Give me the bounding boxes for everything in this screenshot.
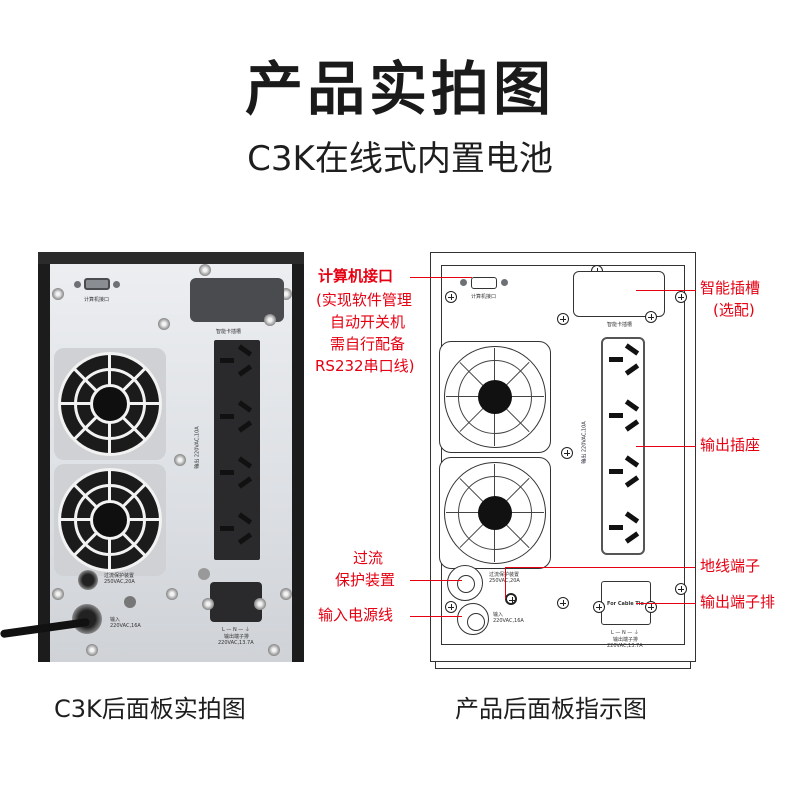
outlet-rating-label: 输出 220VAC,10A: [581, 421, 588, 464]
photo-caption: C3K后面板实拍图: [54, 695, 246, 723]
terminal-label: 输出端子排: [224, 634, 250, 640]
screw-icon: [254, 598, 266, 610]
cooling-fan-icon: [54, 348, 166, 460]
annotation-smart-slot: 智能插槽: [700, 279, 761, 297]
screw-icon: [52, 588, 64, 600]
rear-panel-photo: 计算机接口 智能卡插槽 输出 220VAC,10A 过流保护装置: [0, 252, 304, 662]
annotation-overcurrent-2: 保护装置: [335, 571, 396, 589]
screw-icon: [445, 601, 457, 613]
screw-icon: [174, 454, 186, 466]
screw-icon: [645, 311, 657, 323]
ground-bolt: [198, 568, 210, 580]
input-label: 输入: [110, 617, 121, 623]
screw-icon: [280, 588, 292, 600]
rear-panel-drawing: 计算机接口 智能卡插槽 输出 220VAC,10A 过流保护装置 250VAC,…: [430, 252, 696, 669]
screw-icon: [158, 318, 170, 330]
screw-icon: [166, 588, 178, 600]
top-bevel: [38, 252, 304, 264]
ground-terminal: [505, 593, 517, 605]
drawing-caption: 产品后面板指示图: [455, 695, 647, 723]
serial-port-icon: [74, 278, 120, 290]
smart-card-slot: [573, 271, 665, 317]
annotation-smart-slot-note: (选配): [713, 301, 755, 319]
terminal-rating: 220VAC,13.7A: [218, 640, 254, 646]
terminal-lnpe: L — N — ⏚: [222, 627, 250, 633]
terminal-label: 输出端子排: [613, 637, 639, 643]
screw-icon: [557, 597, 569, 609]
leader-overcurrent: [410, 580, 462, 582]
output-socket-strip: [601, 337, 645, 555]
screw-icon: [264, 314, 276, 326]
breaker-label: 过流保护装置: [489, 572, 520, 578]
drawing-feet: [435, 661, 691, 669]
overcurrent-breaker: [447, 565, 483, 601]
screw-icon: [593, 601, 605, 613]
screw-icon: [52, 288, 64, 300]
leader-output-socket: [636, 446, 696, 448]
screw-icon: [557, 313, 569, 325]
leader-output-terminal: [636, 603, 696, 605]
screw-icon: [445, 291, 457, 303]
serial-port-icon: [460, 277, 508, 289]
output-socket-strip: [214, 340, 260, 560]
input-label: 输入: [493, 612, 504, 618]
annotation-computer-interface: 计算机接口: [318, 267, 394, 285]
card-slot-label: 智能卡插槽: [216, 329, 242, 335]
annotation-computer-note-2: 自动开关机: [330, 313, 406, 331]
drawing-frame: [441, 265, 685, 645]
outlet-rating-label: 输出 220VAC,10A: [194, 426, 201, 469]
metal-plate: 计算机接口 智能卡插槽 输出 220VAC,10A 过流保护装置: [50, 264, 292, 662]
screw-icon: [675, 583, 687, 595]
ground-terminal: [124, 596, 136, 608]
annotation-input-cord: 输入电源线: [318, 606, 394, 624]
annotation-computer-note-3: 需自行配备: [330, 335, 406, 353]
overcurrent-breaker: [78, 570, 98, 590]
computer-port-label: 计算机接口: [84, 297, 110, 303]
screw-icon: [199, 264, 211, 276]
leader-ground-terminal: [505, 567, 695, 569]
screw-icon: [268, 644, 280, 656]
output-terminal-block: [210, 582, 262, 622]
annotation-overcurrent-1: 过流: [353, 549, 384, 567]
cooling-fan-icon: [54, 464, 166, 576]
input-cord-gland: [457, 603, 489, 635]
annotation-output-terminal: 输出端子排: [700, 593, 776, 611]
leader-smart-slot: [636, 290, 696, 292]
page-title: 产品实拍图: [244, 55, 555, 123]
leader-computer-interface: [410, 277, 472, 279]
screw-icon: [86, 644, 98, 656]
annotation-output-socket: 输出插座: [700, 436, 761, 454]
breaker-rating: 250VAC,20A: [489, 578, 520, 584]
annotation-computer-note-4: RS232串口线): [315, 357, 415, 375]
input-rating: 220VAC,16A: [110, 623, 141, 629]
leader-input-cord: [410, 616, 462, 618]
breaker-rating: 250VAC,20A: [104, 579, 135, 585]
annotation-ground-terminal: 地线端子: [700, 557, 761, 575]
screw-icon: [561, 447, 573, 459]
card-slot-label: 智能卡插槽: [607, 322, 633, 328]
breaker-label: 过流保护装置: [104, 573, 135, 579]
cooling-fan-icon: [439, 457, 551, 569]
page-subtitle: C3K在线式内置电池: [247, 139, 553, 179]
terminal-cable-tie: For Cable Tie: [607, 601, 644, 607]
annotation-computer-note-1: (实现软件管理: [316, 291, 412, 309]
terminal-rating: 220VAC,13.7A: [607, 643, 643, 649]
screw-icon: [202, 598, 214, 610]
screw-icon: [675, 291, 687, 303]
input-rating: 220VAC,16A: [493, 618, 524, 624]
terminal-lnpe: L — N — ⏚: [611, 630, 639, 636]
cooling-fan-icon: [439, 341, 551, 453]
computer-port-label: 计算机接口: [471, 294, 497, 300]
leader-ground-terminal-v: [505, 567, 507, 599]
